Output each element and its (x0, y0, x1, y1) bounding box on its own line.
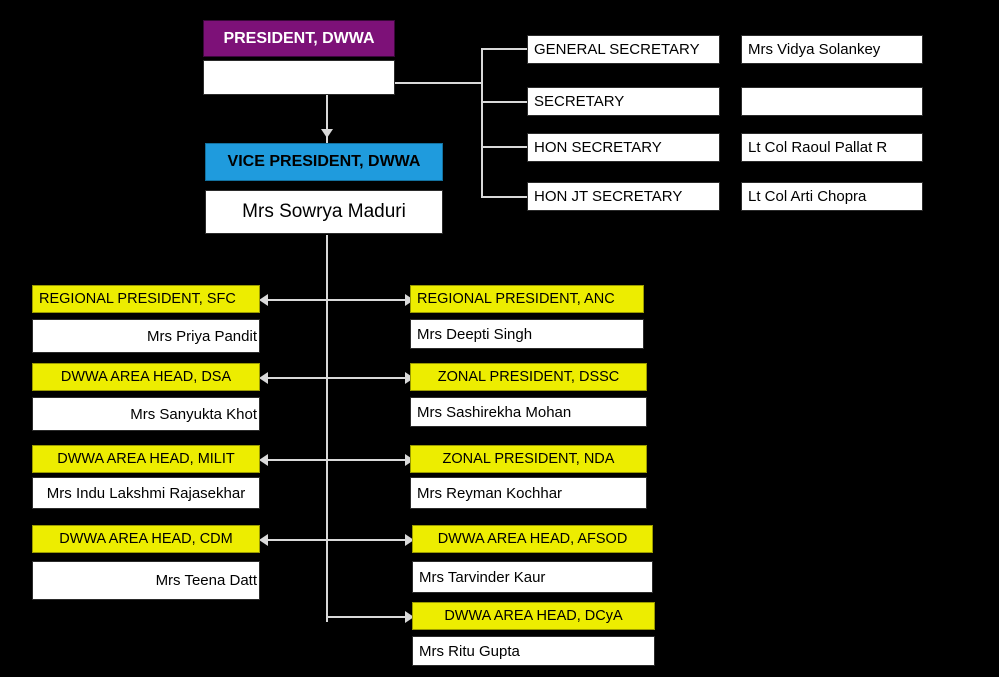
secretary-role-label: SECRETARY (534, 93, 625, 110)
hon-jt-secretary-name-box[interactable]: Lt Col Arti Chopra (741, 182, 923, 211)
general-secretary-name-label: Mrs Vidya Solankey (748, 41, 881, 58)
connector-hon-jt-secretary (481, 196, 527, 198)
connector-president-to-secretary-bus (326, 82, 483, 84)
right-name-box-4[interactable]: Mrs Tarvinder Kaur (412, 561, 653, 593)
arrowhead-left-3 (259, 454, 268, 466)
left-role-box-4[interactable]: DWWA AREA HEAD, CDM (32, 525, 260, 553)
left-name-box-4[interactable]: Mrs Teena Datt (32, 561, 260, 600)
hon-secretary-name-label: Lt Col Raoul Pallat R (748, 139, 888, 156)
left-name-box-3[interactable]: Mrs Indu Lakshmi Rajasekhar (32, 477, 260, 509)
connector-hon-secretary (481, 146, 527, 148)
arrowhead-left-2 (259, 372, 268, 384)
right-role-box-5[interactable]: DWWA AREA HEAD, DCyA (412, 602, 655, 630)
secretary-role-box[interactable]: SECRETARY (527, 87, 720, 116)
left-role-label-2: DWWA AREA HEAD, DSA (60, 369, 232, 385)
vice-president-role-label: VICE PRESIDENT, DWWA (227, 153, 421, 170)
arrowhead-right-4 (405, 534, 414, 546)
right-role-box-3[interactable]: ZONAL PRESIDENT, NDA (410, 445, 647, 473)
right-role-box-2[interactable]: ZONAL PRESIDENT, DSSC (410, 363, 647, 391)
hon-secretary-name-box[interactable]: Lt Col Raoul Pallat R (741, 133, 923, 162)
right-name-label-1: Mrs Deepti Singh (417, 325, 533, 343)
vice-president-role-box[interactable]: VICE PRESIDENT, DWWA (205, 143, 443, 181)
left-name-label-1: Mrs Priya Pandit (146, 327, 257, 345)
right-name-label-4: Mrs Tarvinder Kaur (419, 568, 546, 586)
right-role-label-5: DWWA AREA HEAD, DCyA (444, 608, 623, 624)
vice-president-name-box[interactable]: Mrs Sowrya Maduri (205, 190, 443, 234)
arrowhead-vp (321, 129, 333, 138)
general-secretary-role-box[interactable]: GENERAL SECRETARY (527, 35, 720, 64)
right-name-box-5[interactable]: Mrs Ritu Gupta (412, 636, 655, 666)
president-role-box[interactable]: PRESIDENT, DWWA (203, 20, 395, 57)
right-role-label-1: REGIONAL PRESIDENT, ANC (417, 291, 615, 307)
connector-row-4 (268, 539, 408, 541)
connector-row-5 (328, 616, 408, 618)
left-role-box-3[interactable]: DWWA AREA HEAD, MILIT (32, 445, 260, 473)
right-name-box-3[interactable]: Mrs Reyman Kochhar (410, 477, 647, 509)
left-name-box-1[interactable]: Mrs Priya Pandit (32, 319, 260, 353)
left-name-label-4: Mrs Teena Datt (155, 572, 257, 589)
right-name-label-3: Mrs Reyman Kochhar (417, 484, 563, 502)
vice-president-name-label: Mrs Sowrya Maduri (242, 201, 406, 222)
right-name-label-2: Mrs Sashirekha Mohan (417, 403, 572, 421)
left-role-label-3: DWWA AREA HEAD, MILIT (57, 451, 235, 467)
arrowhead-right-5 (405, 611, 414, 623)
main-trunk-line (326, 235, 328, 622)
hon-secretary-role-box[interactable]: HON SECRETARY (527, 133, 720, 162)
connector-secretary (481, 101, 527, 103)
general-secretary-role-label: GENERAL SECRETARY (534, 41, 700, 58)
left-role-box-2[interactable]: DWWA AREA HEAD, DSA (32, 363, 260, 391)
hon-jt-secretary-role-label: HON JT SECRETARY (534, 188, 683, 205)
secretary-name-box[interactable] (741, 87, 923, 116)
arrowhead-right-3 (405, 454, 414, 466)
right-role-label-4: DWWA AREA HEAD, AFSOD (437, 531, 628, 547)
left-role-label-1: REGIONAL PRESIDENT, SFC (39, 291, 236, 307)
connector-row-3 (268, 459, 408, 461)
general-secretary-name-box[interactable]: Mrs Vidya Solankey (741, 35, 923, 64)
right-name-label-5: Mrs Ritu Gupta (419, 642, 520, 660)
arrowhead-left-1 (259, 294, 268, 306)
right-name-box-2[interactable]: Mrs Sashirekha Mohan (410, 397, 647, 427)
arrowhead-left-4 (259, 534, 268, 546)
arrowhead-right-1 (405, 294, 414, 306)
right-role-box-4[interactable]: DWWA AREA HEAD, AFSOD (412, 525, 653, 553)
right-role-box-1[interactable]: REGIONAL PRESIDENT, ANC (410, 285, 644, 313)
arrowhead-right-2 (405, 372, 414, 384)
left-name-label-2: Mrs Sanyukta Khot (130, 405, 257, 423)
hon-jt-secretary-name-label: Lt Col Arti Chopra (748, 188, 867, 205)
connector-president-to-vp (326, 91, 328, 143)
connector-row-2 (268, 377, 408, 379)
left-name-label-3: Mrs Indu Lakshmi Rajasekhar (46, 484, 246, 502)
secretary-bus-line (481, 48, 483, 198)
right-role-label-2: ZONAL PRESIDENT, DSSC (437, 369, 620, 385)
president-name-box[interactable] (203, 60, 395, 95)
connector-row-1 (268, 299, 408, 301)
left-name-box-2[interactable]: Mrs Sanyukta Khot (32, 397, 260, 431)
left-role-label-4: DWWA AREA HEAD, CDM (59, 531, 233, 547)
president-role-label: PRESIDENT, DWWA (223, 29, 375, 47)
hon-secretary-role-label: HON SECRETARY (534, 139, 662, 156)
right-role-label-3: ZONAL PRESIDENT, NDA (442, 451, 615, 467)
hon-jt-secretary-role-box[interactable]: HON JT SECRETARY (527, 182, 720, 211)
right-name-box-1[interactable]: Mrs Deepti Singh (410, 319, 644, 349)
connector-general-secretary (481, 48, 527, 50)
left-role-box-1[interactable]: REGIONAL PRESIDENT, SFC (32, 285, 260, 313)
